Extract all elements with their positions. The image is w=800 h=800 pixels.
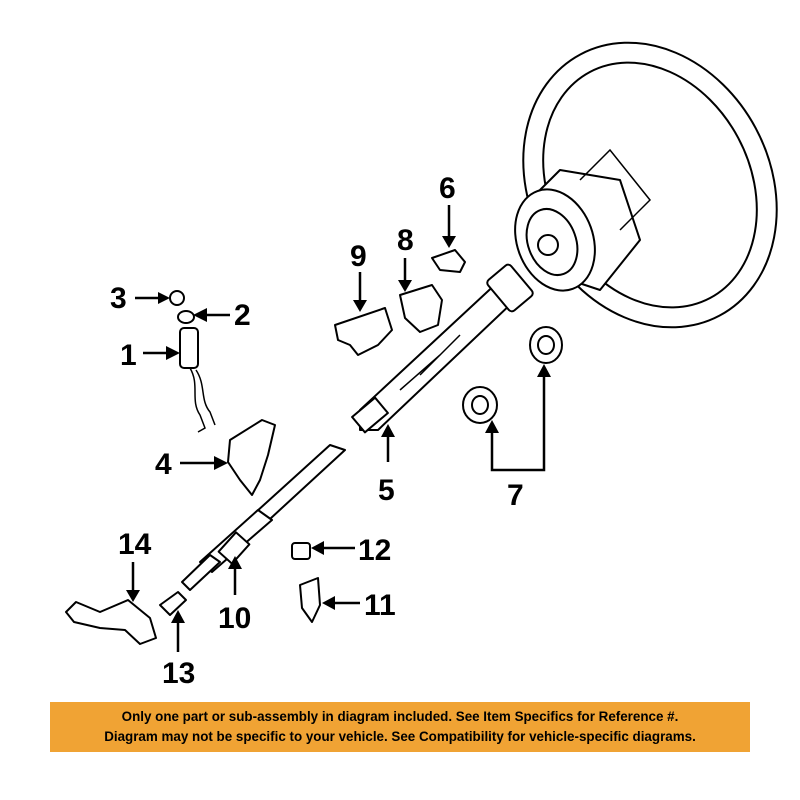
callout-6: 6 (439, 172, 456, 205)
part-9-bracket (334, 307, 393, 356)
part-10-intermediate-shaft (181, 444, 346, 591)
disclaimer-line-1: Only one part or sub-assembly in diagram… (121, 709, 679, 724)
disclaimer-banner: Only one part or sub-assembly in diagram… (50, 702, 750, 752)
part-5-steering-column (351, 263, 534, 434)
disclaimer-line-2: Diagram may not be specific to your vehi… (104, 729, 696, 744)
part-2-bushing (177, 310, 195, 324)
part-12-nut (291, 542, 311, 560)
callout-1: 1 (120, 339, 137, 372)
callout-8: 8 (397, 224, 414, 257)
callout-14: 14 (118, 528, 152, 561)
part-1-wiring-harness (179, 327, 216, 433)
part-14-bracket (65, 599, 157, 645)
part-8-lock-actuator (399, 284, 443, 333)
callout-12: 12 (358, 534, 391, 567)
callout-4: 4 (155, 448, 172, 481)
part-3-cap (169, 290, 185, 306)
callout-10: 10 (218, 602, 251, 635)
callout-11: 11 (364, 589, 396, 622)
part-13-joint (159, 591, 187, 616)
part-7-bushings (462, 326, 563, 424)
part-11-clip (299, 577, 321, 623)
callout-9: 9 (350, 240, 367, 273)
part-6-switch (431, 249, 466, 273)
callout-5: 5 (378, 474, 395, 507)
steering-wheel (514, 41, 778, 329)
callout-13: 13 (162, 657, 195, 690)
callout-3: 3 (110, 282, 127, 315)
callout-7: 7 (507, 479, 524, 512)
callout-2: 2 (234, 299, 251, 332)
leader-lines (126, 205, 551, 652)
part-4-bracket (227, 419, 276, 496)
